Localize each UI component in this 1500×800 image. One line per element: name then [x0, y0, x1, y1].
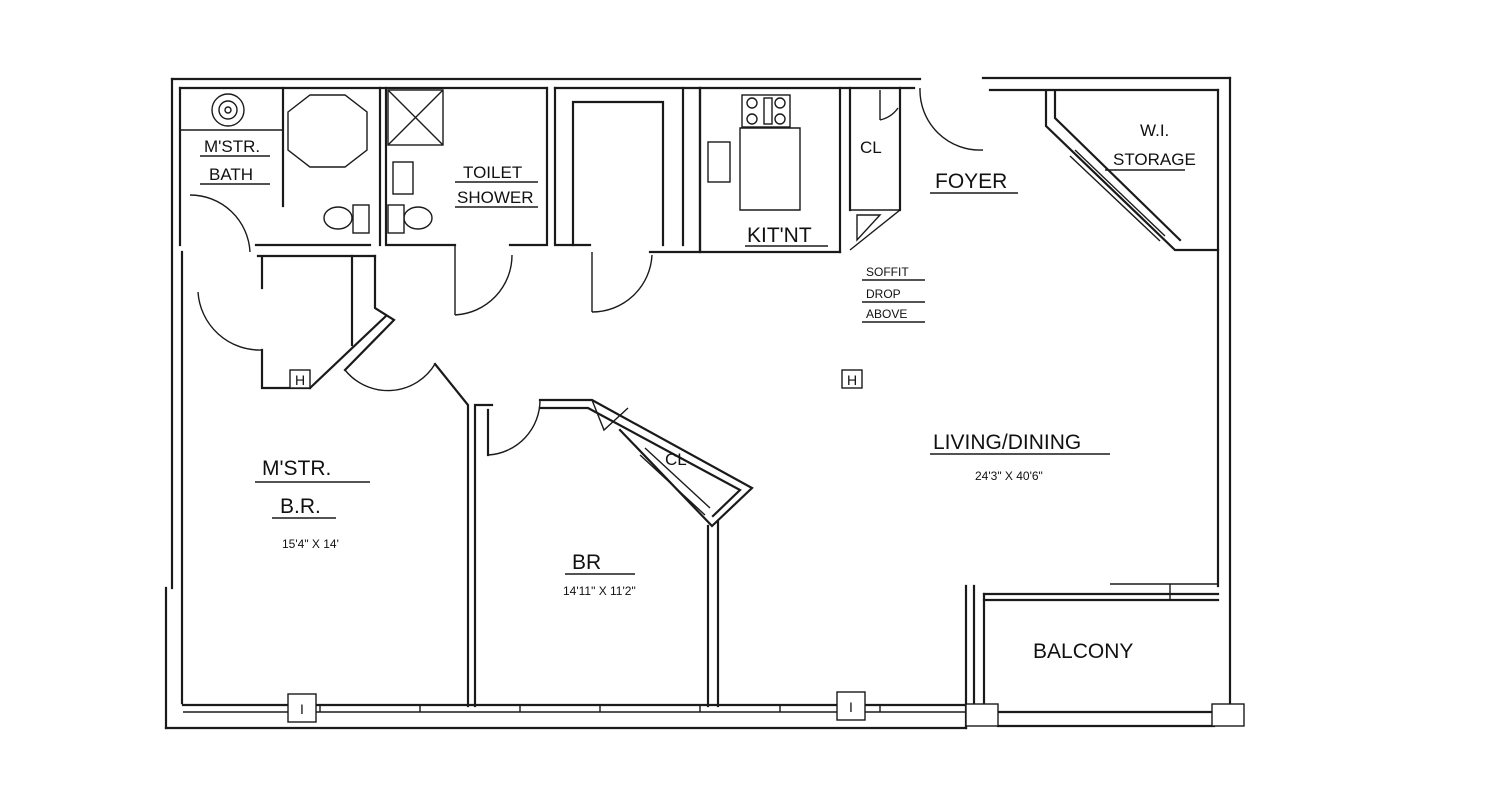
- br-label: BR: [572, 551, 601, 574]
- storage-label-2: STORAGE: [1113, 150, 1196, 169]
- fixtures: [211, 89, 1166, 712]
- exterior-walls: [164, 76, 1245, 730]
- master-bath-label-2: BATH: [209, 165, 253, 184]
- kitchenette-label: KIT'NT: [747, 224, 812, 247]
- door-master-br: [344, 363, 436, 392]
- door-master-bath: [189, 194, 251, 253]
- soffit-note-1: SOFFIT: [866, 265, 909, 279]
- interior-walls: [180, 86, 1220, 708]
- door-toilet: [454, 245, 513, 316]
- column-label: I: [300, 701, 304, 717]
- master-bath-label-1: M'STR.: [204, 137, 260, 156]
- soffit-note-2: DROP: [866, 287, 901, 301]
- kitchen-sink-icon: [707, 141, 731, 183]
- symbols: I I H H: [287, 369, 866, 723]
- living-dining-label: LIVING/DINING: [933, 431, 1081, 454]
- foyer-label: FOYER: [935, 170, 1007, 193]
- vanity-sink-icon: [392, 161, 414, 195]
- doors: [189, 87, 984, 456]
- room-labels: M'STR. BATH TOILET SHOWER KIT'NT CL FOYE…: [200, 121, 1196, 663]
- closet-br-label: CL: [665, 450, 687, 469]
- column-icon: [287, 693, 317, 723]
- column-label: I: [849, 699, 853, 715]
- door-closet-2: [591, 252, 653, 313]
- bathtub-icon: [287, 94, 368, 168]
- br-dimensions: 14'11" X 11'2": [563, 584, 636, 598]
- soffit-note-3: ABOVE: [866, 307, 907, 321]
- storage-label-1: W.I.: [1140, 121, 1169, 140]
- hvac-icon: [841, 369, 863, 389]
- toilet-shower-label-1: TOILET: [463, 163, 522, 182]
- closet-kitchen-label: CL: [860, 138, 882, 157]
- toilet-icon: [403, 206, 433, 230]
- door-entry: [919, 87, 984, 151]
- living-dining-dimensions: 24'3" X 40'6": [975, 469, 1043, 483]
- master-br-label-2: B.R.: [280, 495, 321, 518]
- hvac-label: H: [847, 372, 857, 388]
- door-kitchen-cl: [879, 90, 899, 121]
- hvac-icon: [289, 369, 311, 389]
- door-master-closet: [197, 291, 263, 351]
- toilet-shower-label-2: SHOWER: [457, 188, 534, 207]
- balcony-label: BALCONY: [1033, 640, 1133, 663]
- door-br: [487, 399, 541, 456]
- master-br-dimensions: 15'4" X 14': [282, 537, 339, 551]
- toilet-icon: [323, 206, 353, 230]
- column-icon: [836, 691, 866, 721]
- master-br-label-1: M'STR.: [262, 457, 331, 480]
- hvac-label: H: [295, 372, 305, 388]
